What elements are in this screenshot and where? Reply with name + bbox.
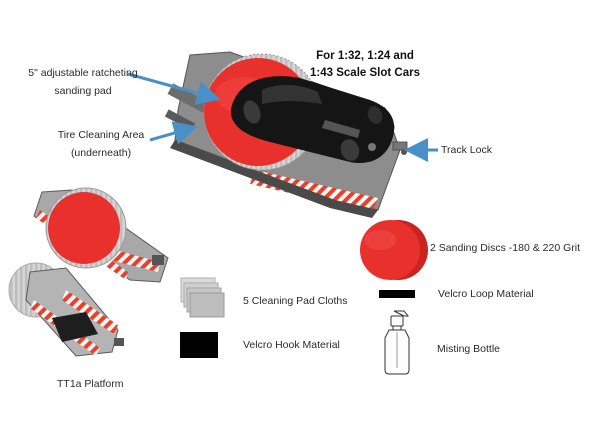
- sanding-pad-label-2: sanding pad: [54, 85, 112, 97]
- velcro-loop-image: [379, 290, 415, 298]
- sanding-pad-callout: 5" adjustable ratcheting sanding pad: [18, 66, 148, 98]
- tire-area-label-1: Tire Cleaning Area: [57, 129, 145, 141]
- cleaning-cloths-label: 5 Cleaning Pad Cloths: [243, 295, 348, 307]
- headline-line-2: 1:43 Scale Slot Cars: [310, 67, 420, 79]
- platform-label: TT1a Platform: [57, 378, 124, 390]
- tire-area-arrow: [149, 121, 198, 145]
- platform-open-view: [33, 187, 169, 283]
- tire-area-label-2: (underneath): [70, 147, 132, 159]
- misting-bottle-label: Misting Bottle: [437, 343, 501, 355]
- sanding-pad-arrow: [127, 72, 221, 105]
- velcro-loop-label: Velcro Loop Material: [438, 288, 534, 300]
- headline-line-1: For 1:32, 1:24 and: [316, 50, 414, 62]
- sanding-discs-label: 2 Sanding Discs -180 & 220 Grit: [430, 242, 580, 254]
- misting-bottle-image: [384, 310, 410, 375]
- velcro-hook-label: Velcro Hook Material: [243, 339, 340, 351]
- track-lock-label: Track Lock: [441, 144, 492, 156]
- sanding-discs-image: [360, 220, 428, 280]
- platform-closed-view: [8, 262, 124, 357]
- cleaning-cloths-image: [180, 277, 225, 318]
- tire-area-callout: Tire Cleaning Area (underneath): [36, 128, 166, 160]
- slot-car: [230, 76, 395, 164]
- sanding-pad-label-1: 5" adjustable ratcheting: [28, 67, 138, 79]
- headline: For 1:32, 1:24 and 1:43 Scale Slot Cars: [300, 48, 430, 82]
- velcro-hook-image: [180, 332, 218, 358]
